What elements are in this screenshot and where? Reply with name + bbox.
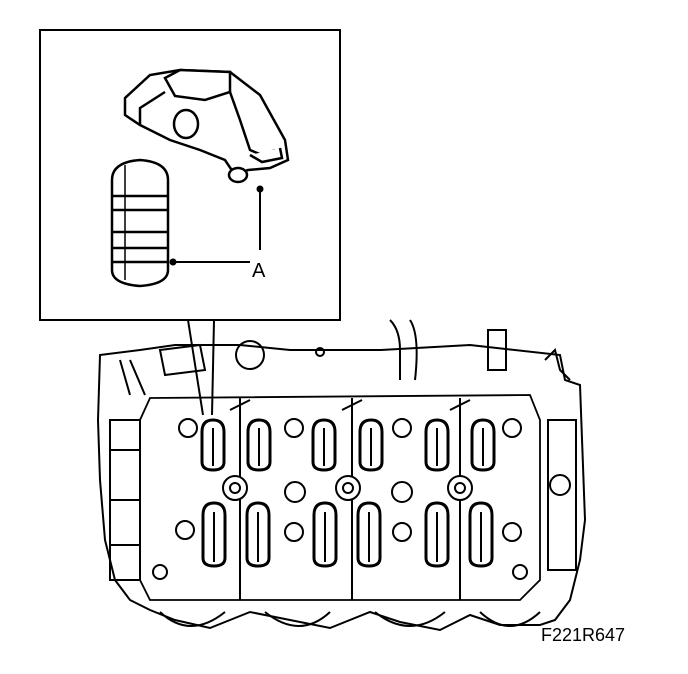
rocker-6: [470, 418, 496, 472]
lash-adjuster-drawing: [110, 158, 170, 288]
callout-a: [169, 185, 264, 266]
rocker-5: [424, 418, 450, 472]
cylinder-head-body: [96, 319, 587, 632]
rocker-row-bottom: [201, 501, 494, 568]
rocker-12: [468, 501, 494, 568]
rocker-9: [312, 501, 338, 568]
rocker-arm-drawing: [123, 68, 290, 184]
rocker-10: [356, 501, 382, 568]
rocker-2: [246, 418, 272, 472]
detail-inset: [39, 29, 341, 416]
head-bolts: [152, 418, 528, 580]
rocker-7: [201, 501, 227, 568]
figure-code: F221R647: [541, 625, 625, 645]
callout-label-a: A: [252, 260, 266, 282]
rocker-11: [424, 501, 450, 568]
rocker-4: [358, 418, 384, 472]
rocker-1: [200, 418, 226, 472]
rocker-8: [245, 501, 271, 568]
rocker-row-top: [200, 418, 496, 472]
rocker-3: [311, 418, 337, 472]
